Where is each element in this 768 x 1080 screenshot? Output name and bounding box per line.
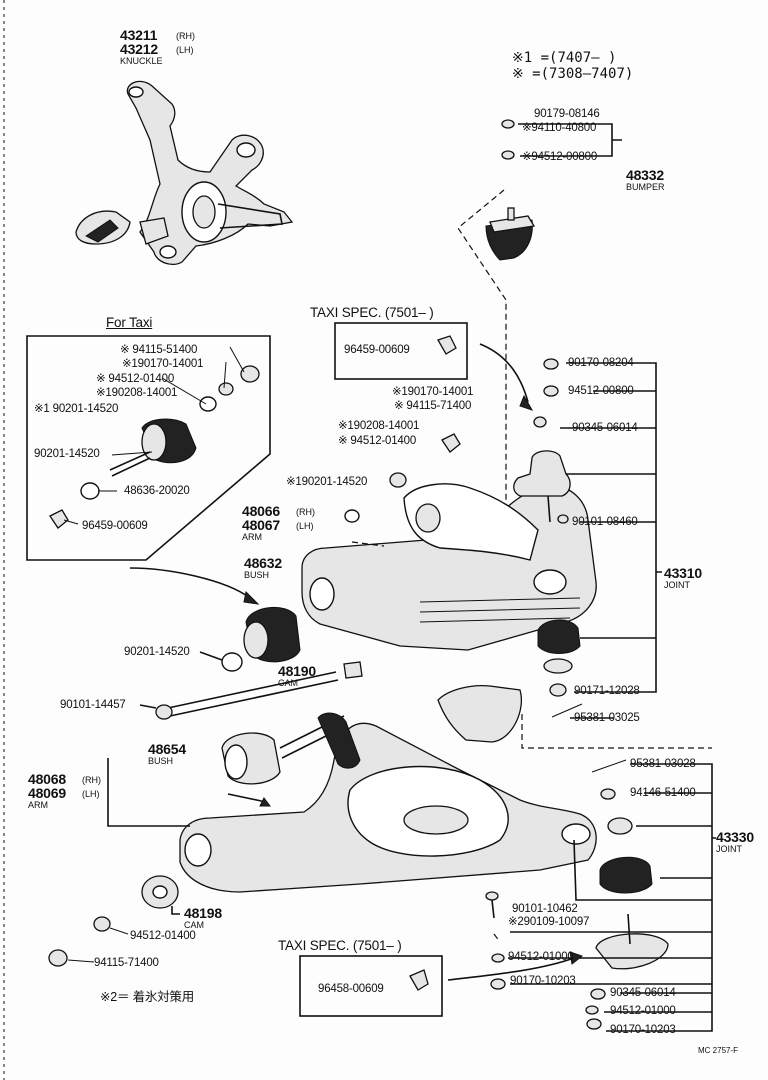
lower-joint-part-4: ※290109-10097: [508, 916, 590, 928]
lower-arm-pn-rh: 48068: [28, 771, 66, 787]
lower-cam-part-2: 94115-71400: [94, 957, 159, 969]
upper-bush-pn: 48632: [244, 555, 282, 571]
upper-joint-name: JOINT: [664, 580, 690, 590]
upper-joint-part-5: 90171-12028: [574, 685, 640, 697]
upper-joint-part-4: 90101-08460: [572, 516, 638, 528]
knuckle-name: KNUCKLE: [120, 56, 163, 66]
upper-arm-drawing: [301, 433, 597, 651]
lower-joint-part-3: 90101-10462: [512, 903, 578, 915]
taxi-spec-top-box: [334, 322, 534, 411]
for-taxi-part-6: 90201-14520: [34, 448, 100, 460]
lower-arm-name: ARM: [28, 800, 48, 810]
lower-joint-part-6: 90170-10203: [510, 975, 576, 987]
lower-cam-part-1: 94512-01400: [130, 930, 196, 942]
bumper-drawing: [457, 119, 622, 560]
upper-cam-bolt: 90101-14457: [60, 699, 126, 711]
upper-arm-part-5: ※190201-14520: [286, 476, 368, 488]
for-taxi-title: For Taxi: [106, 315, 153, 330]
lower-joint-part-5: 94512-01000: [508, 951, 574, 963]
knuckle-drawing: [75, 80, 294, 266]
taxi-spec-top-part: 96459-00609: [344, 344, 410, 356]
taxi-spec-bottom-box: [299, 951, 584, 1017]
upper-joint-assy-pn: 43310: [664, 565, 702, 581]
lower-cam-name: CAM: [184, 920, 204, 930]
bumper-part-2: ※94110-40800: [522, 122, 597, 134]
upper-cam-pn: 48190: [278, 663, 316, 679]
for-taxi-part-1: ※ 94115-51400: [120, 344, 198, 356]
lower-joint-part-8: 94512-01000: [610, 1005, 676, 1017]
lower-joint-drawing: [485, 714, 716, 1032]
bumper-assy-pn: 48332: [626, 167, 664, 183]
for-taxi-part-3: ※ 94512-01400: [96, 373, 175, 385]
upper-joint-part-6: 95381-03025: [574, 712, 640, 724]
for-taxi-part-2: ※190170-14001: [122, 358, 204, 370]
bumper-name: BUMPER: [626, 182, 665, 192]
bumper-part-3: ※94512-00800: [522, 151, 598, 163]
lower-bush-name: BUSH: [148, 756, 174, 766]
lower-cam-pn: 48198: [184, 905, 222, 921]
upper-arm-part-4: ※ 94512-01400: [338, 435, 417, 447]
upper-arm-part-2: ※ 94115-71400: [394, 400, 472, 412]
knuckle-tag-rh: (RH): [176, 31, 195, 41]
upper-arm-part-3: ※190208-14001: [338, 420, 420, 432]
upper-bush-cam-drawing: [129, 567, 363, 720]
legend-line-2: ※ =(7308–7407): [512, 66, 634, 82]
for-taxi-part-8: 96459-00609: [82, 520, 148, 532]
knuckle-pn-lh: 43212: [120, 41, 158, 57]
for-taxi-part-7: 48636-20020: [124, 485, 190, 497]
for-taxi-part-5: ※1 90201-14520: [34, 403, 119, 415]
lower-cam-drawing: [48, 875, 180, 967]
taxi-spec-bottom-title: TAXI SPEC. (7501– ): [278, 938, 402, 953]
legend-line-1: ※1 =(7407– ): [512, 50, 617, 66]
upper-joint-part-2: 94512-00800: [568, 385, 634, 397]
upper-arm-tag-rh: (RH): [296, 507, 315, 517]
lower-joint-part-1: 95381-03028: [630, 758, 696, 770]
lower-joint-part-2: 94146-51400: [630, 787, 696, 799]
lower-bush-pn: 48654: [148, 741, 186, 757]
upper-joint-drawing: [513, 358, 662, 719]
knuckle-pn-rh: 43211: [120, 27, 158, 43]
lower-arm-tag-rh: (RH): [82, 775, 101, 785]
upper-arm-tag-lh: (LH): [296, 521, 314, 531]
lower-arm-drawing: [107, 684, 597, 893]
taxi-spec-top-title: TAXI SPEC. (7501– ): [310, 305, 434, 320]
knuckle-tag-lh: (LH): [176, 45, 194, 55]
upper-cam-name: CAM: [278, 678, 298, 688]
lower-arm-tag-lh: (LH): [82, 789, 100, 799]
upper-bush-bolt: 90201-14520: [124, 646, 190, 658]
upper-arm-pn-rh: 48066: [242, 503, 280, 519]
upper-joint-part-3: 90345-06014: [572, 422, 638, 434]
upper-bush-name: BUSH: [244, 570, 270, 580]
lower-joint-assy-pn: 43330: [716, 829, 754, 845]
lower-joint-part-7: 90345-06014: [610, 987, 676, 999]
figure-code: MC 2757-F: [698, 1046, 739, 1055]
lower-arm-pn-lh: 48069: [28, 785, 66, 801]
note-2: ※2＝ 着氷対策用: [100, 990, 195, 1004]
for-taxi-part-4: ※190208-14001: [96, 387, 178, 399]
upper-arm-name: ARM: [242, 532, 262, 542]
lower-bush-drawing: [221, 715, 347, 785]
upper-joint-part-1: 90170-08204: [568, 357, 634, 369]
for-taxi-box: [26, 335, 271, 561]
upper-arm-part-1: ※190170-14001: [392, 386, 474, 398]
bumper-part-1: 90179-08146: [534, 108, 600, 120]
upper-arm-pn-lh: 48067: [242, 517, 280, 533]
taxi-spec-bottom-part: 96458-00609: [318, 983, 384, 995]
lower-joint-name: JOINT: [716, 844, 742, 854]
lower-joint-part-9: 90170-10203: [610, 1024, 676, 1036]
